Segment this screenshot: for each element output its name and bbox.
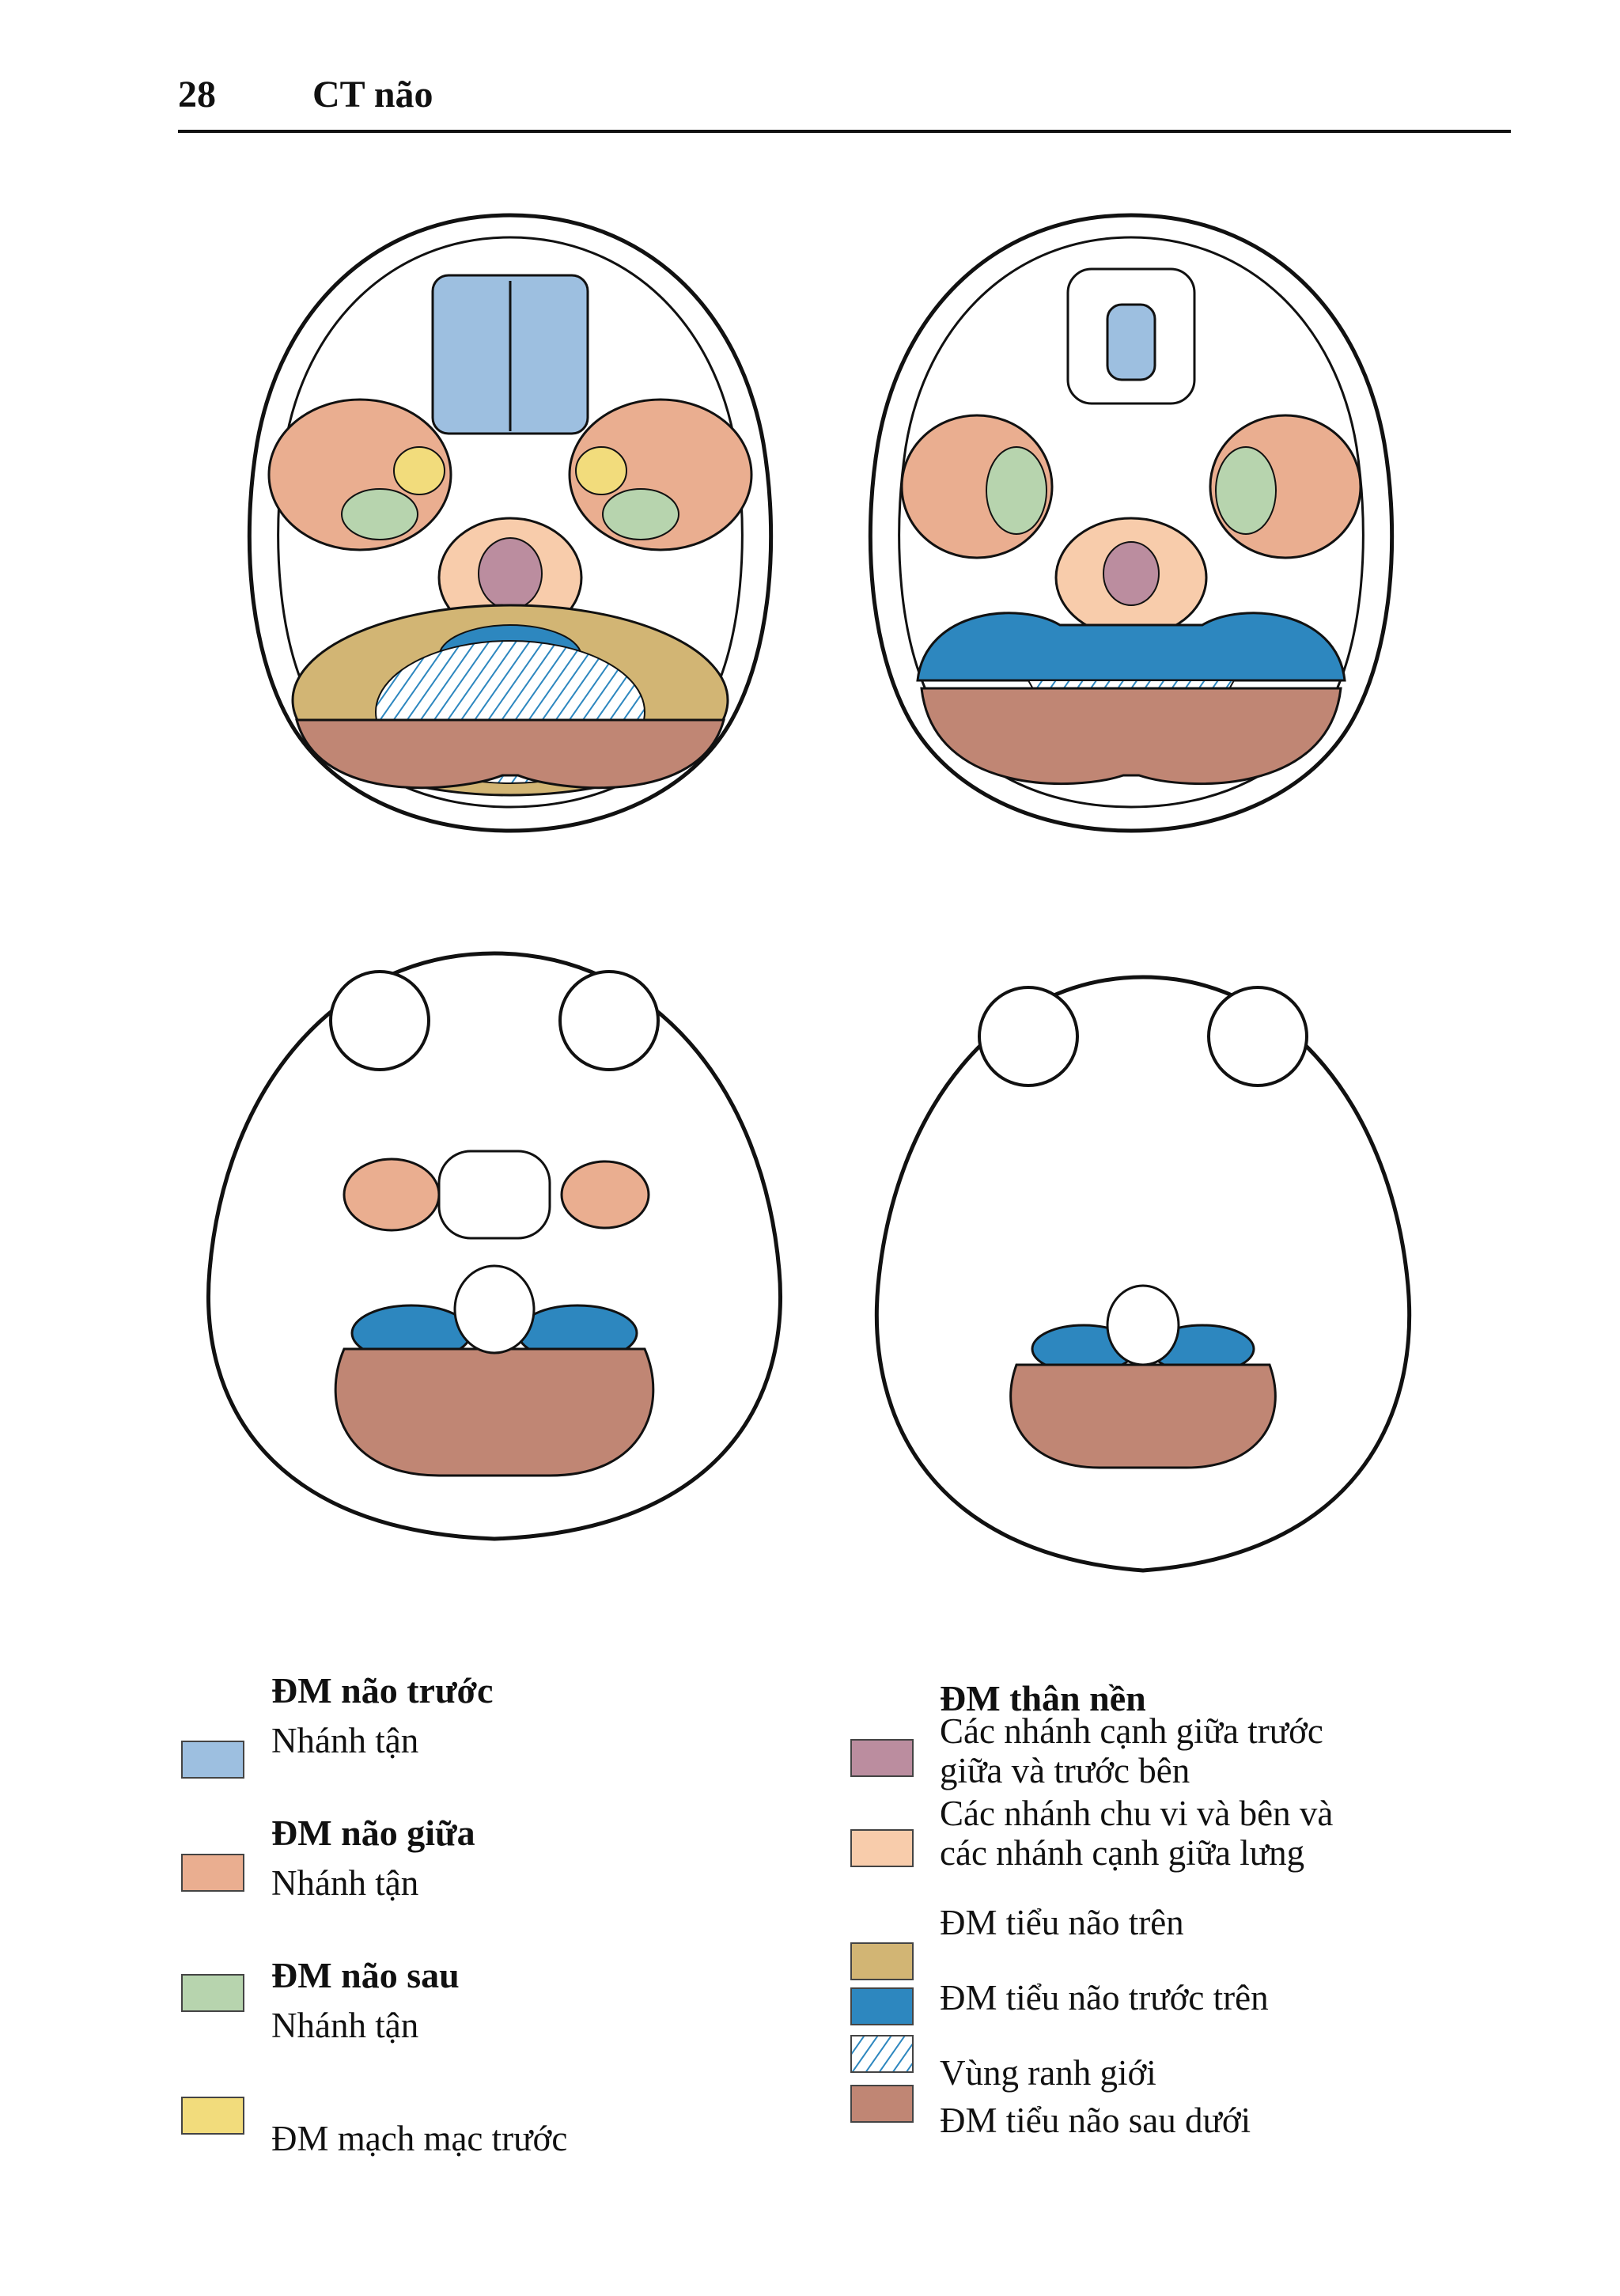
eye-left — [978, 986, 1079, 1087]
medulla-outline — [1106, 1284, 1180, 1366]
pca-terminal-region-left — [986, 446, 1047, 535]
pca-terminal-region-right — [602, 488, 679, 540]
swatch-border-zone — [850, 2035, 914, 2073]
medulla-outline — [453, 1264, 536, 1354]
anterior-choroidal-region-right — [575, 446, 627, 495]
pica-region — [1009, 1363, 1277, 1469]
anterior-choroidal-region-left — [393, 446, 445, 495]
swatch-aca-terminal — [181, 1741, 244, 1779]
pica-region — [334, 1347, 655, 1477]
skull-inner-outline — [898, 236, 1365, 809]
pca-terminal-region-left — [341, 488, 418, 540]
header-rule — [178, 130, 1511, 133]
swatch-anterior-choroidal — [181, 2097, 244, 2135]
page-number: 28 — [178, 74, 216, 116]
basilar-paramedian-region — [478, 537, 543, 610]
swatch-basilar-circumferential — [850, 1829, 914, 1867]
skull-inner-outline — [277, 236, 744, 809]
skull-outline — [874, 975, 1412, 1573]
legend-item-pca-terminal: Nhánh tận — [271, 2006, 419, 2045]
swatch-pca-terminal — [181, 1974, 244, 2012]
legend-item-border-zone: Vùng ranh giới — [940, 2053, 1156, 2093]
scan-top-left — [225, 206, 795, 839]
mca-terminal-region-right — [560, 1160, 650, 1229]
legend-item-paramedian-line1: Các nhánh cạnh giữa trước — [940, 1711, 1323, 1751]
scan-top-right — [846, 206, 1416, 839]
eye-right — [1207, 986, 1308, 1087]
brainstem-outline — [437, 1150, 551, 1240]
legend-item-circumferential-line2: các nhánh cạnh giữa lưng — [940, 1833, 1305, 1873]
pca-terminal-region-right — [1215, 446, 1277, 535]
legend-heading-basilar: ĐM thân nền — [940, 1678, 1146, 1718]
legend-item-circumferential-line1: Các nhánh chu vi và bên và — [940, 1794, 1334, 1833]
legend-item-mca-terminal: Nhánh tận — [271, 1863, 419, 1903]
legend-heading-pca: ĐM não sau — [271, 1955, 460, 1995]
pica-region — [920, 687, 1342, 786]
swatch-basilar-paramedian — [850, 1739, 914, 1777]
basilar-paramedian-region — [1103, 541, 1160, 606]
legend-heading-aca: ĐM não trước — [271, 1670, 494, 1711]
legend-item-sca: ĐM tiểu não trên — [940, 1903, 1184, 1942]
pica-region — [295, 718, 725, 790]
legend-item-aica: ĐM tiểu não trước trên — [940, 1978, 1269, 2018]
legend-item-pica: ĐM tiểu não sau dưới — [940, 2101, 1251, 2140]
page-header: 28 CT não — [178, 73, 1511, 130]
legend-item-aca-terminal: Nhánh tận — [271, 1721, 419, 1760]
swatch-mca-terminal — [181, 1854, 244, 1892]
legend-item-paramedian-line2: giữa và trước bên — [940, 1751, 1190, 1790]
scan-bottom-right — [838, 945, 1448, 1594]
eye-left — [329, 970, 430, 1071]
scan-bottom-left — [178, 930, 811, 1563]
chapter-title: CT não — [312, 74, 433, 116]
legend-item-anterior-choroidal: ĐM mạch mạc trước — [271, 2119, 568, 2158]
eye-right — [558, 970, 660, 1071]
mca-terminal-region-left — [343, 1157, 441, 1232]
aca-terminal-region — [1106, 303, 1156, 381]
aica-region — [916, 612, 1346, 682]
swatch-aica — [850, 1987, 914, 2025]
swatch-pica — [850, 2085, 914, 2123]
swatch-sca — [850, 1942, 914, 1980]
legend-heading-mca: ĐM não giữa — [271, 1813, 475, 1853]
